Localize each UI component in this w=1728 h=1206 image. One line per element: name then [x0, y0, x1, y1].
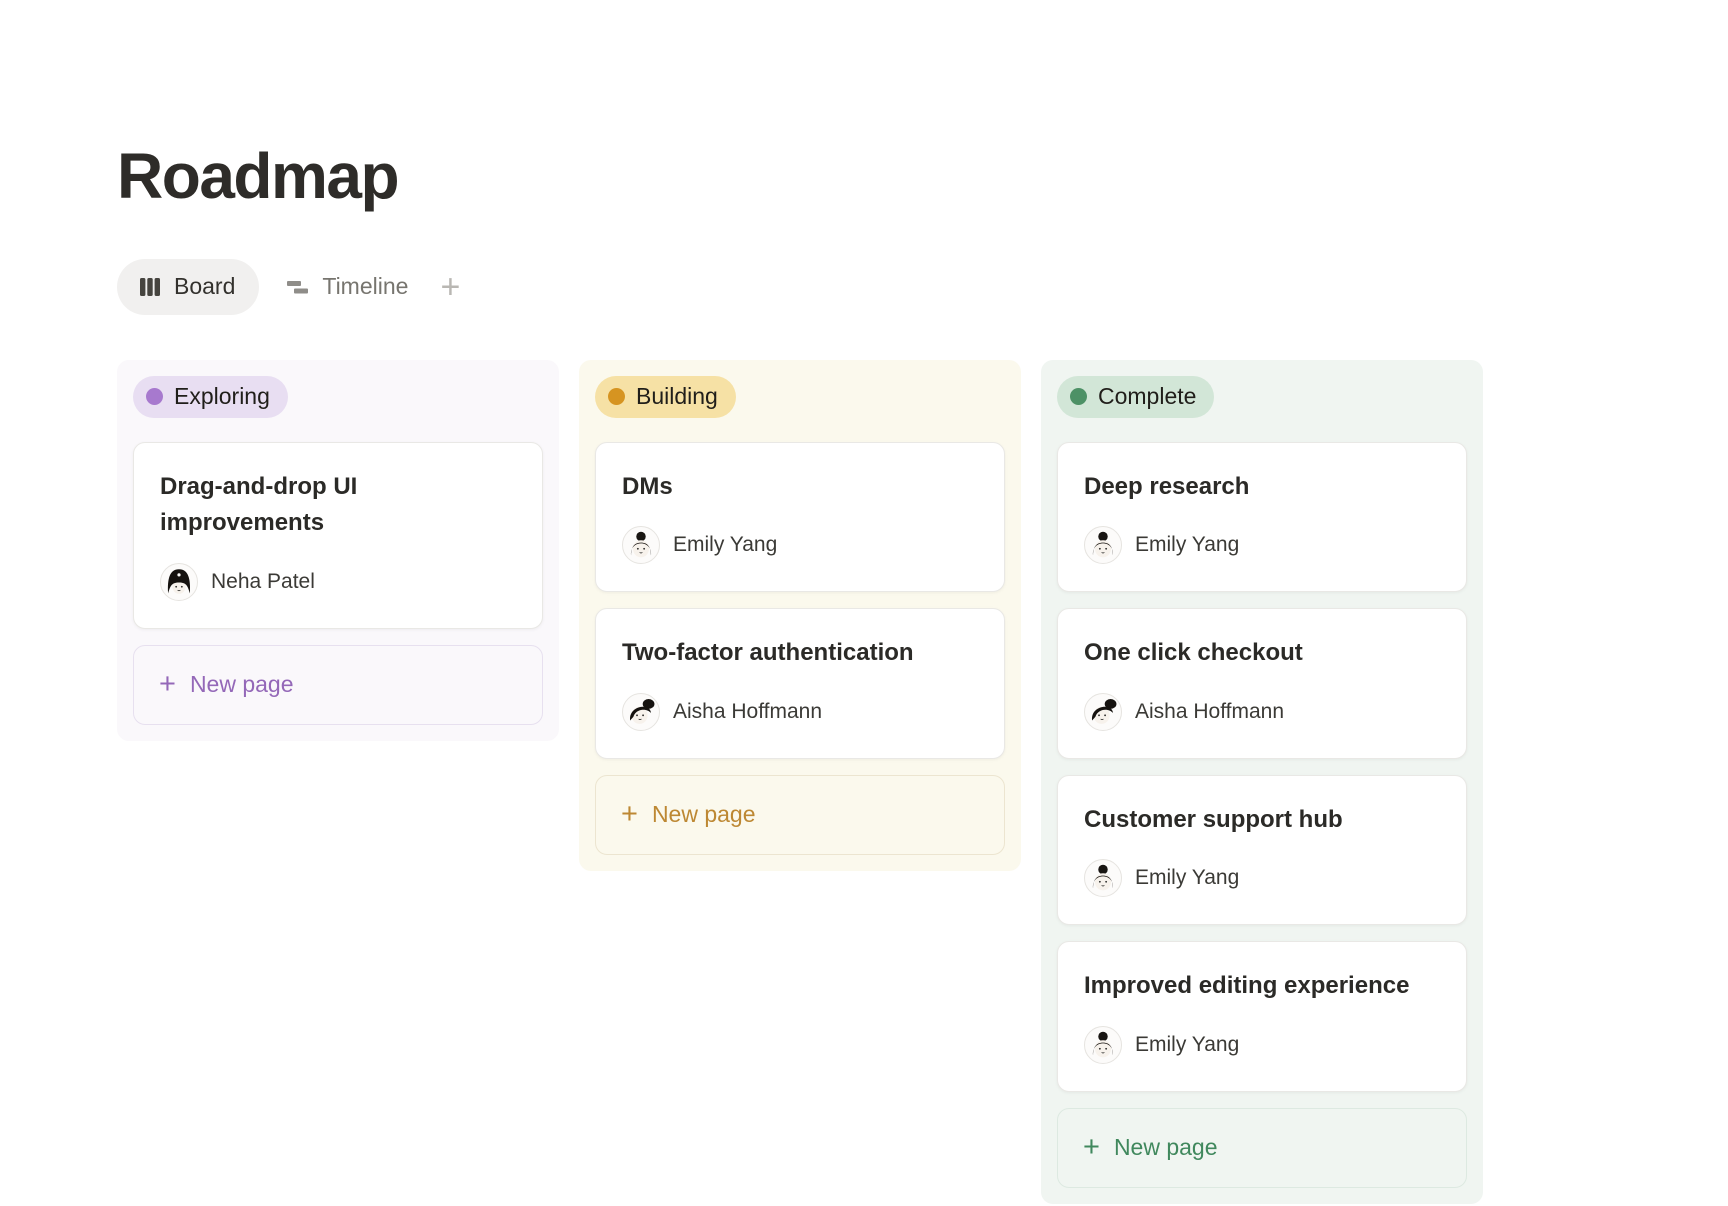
neha-patel-avatar [160, 562, 198, 601]
status-dot-icon [608, 388, 625, 406]
card-title: DMs [622, 472, 673, 500]
assignee-name: Emily Yang [1135, 533, 1240, 557]
assignee-name: Emily Yang [1135, 1032, 1240, 1056]
timeline-view-icon [285, 274, 311, 300]
emily-yang-avatar [1084, 526, 1122, 565]
card[interactable]: Improved editing experience Emily Yang [1057, 941, 1467, 1092]
column-complete: Complete Deep research Emily Yang One cl… [1041, 359, 1483, 1204]
assignee: Aisha Hoffmann [1084, 692, 1440, 731]
new-page-label: New page [651, 801, 756, 828]
page-title: Roadmap [117, 140, 400, 212]
assignee-name: Aisha Hoffmann [1135, 699, 1285, 723]
new-page-label: New page [189, 671, 294, 698]
card-title: Drag-and-drop UI improvements [160, 472, 358, 537]
status-dot-icon [146, 388, 163, 406]
new-page-button[interactable]: + New page [595, 774, 1005, 855]
assignee-name: Aisha Hoffmann [673, 699, 823, 723]
assignee-name: Emily Yang [673, 533, 778, 557]
plus-icon: + [159, 668, 176, 701]
card[interactable]: Customer support hub Emily Yang [1057, 774, 1467, 926]
page: Roadmap Board Timeline + [0, 138, 1728, 1204]
assignee: Emily Yang [1084, 526, 1440, 565]
status-label: Complete [1098, 383, 1197, 410]
emily-yang-avatar [1084, 859, 1122, 898]
status-label: Building [636, 383, 718, 410]
emily-yang-avatar [622, 526, 660, 565]
tab-timeline-label: Timeline [322, 273, 409, 300]
assignee: Emily Yang [622, 526, 978, 565]
view-tabs: Board Timeline + [117, 258, 1728, 315]
assignee-name: Emily Yang [1135, 866, 1240, 890]
card-title: Improved editing experience [1084, 972, 1410, 1000]
board: Exploring Drag-and-drop UI improvements … [117, 359, 1728, 1204]
assignee: Emily Yang [1084, 859, 1440, 898]
aisha-hoffmann-avatar [1084, 692, 1122, 731]
assignee: Neha Patel [160, 562, 516, 601]
plus-icon: + [621, 798, 638, 831]
new-page-label: New page [1113, 1134, 1218, 1161]
card[interactable]: Two-factor authentication Aisha Hoffmann [595, 608, 1005, 759]
status-dot-icon [1070, 388, 1087, 406]
assignee-name: Neha Patel [211, 569, 315, 593]
card[interactable]: DMs Emily Yang [595, 441, 1005, 593]
tab-board-label: Board [174, 273, 236, 300]
tab-board[interactable]: Board [117, 258, 260, 315]
card-title: One click checkout [1084, 639, 1303, 667]
card[interactable]: Drag-and-drop UI improvements Neha Patel [133, 441, 543, 629]
add-view-button[interactable]: + [434, 270, 460, 304]
status-badge[interactable]: Building [595, 375, 736, 418]
plus-icon: + [440, 267, 461, 306]
status-badge[interactable]: Complete [1057, 375, 1215, 418]
card[interactable]: One click checkout Aisha Hoffmann [1057, 608, 1467, 759]
new-page-button[interactable]: + New page [133, 644, 543, 725]
emily-yang-avatar [1084, 1025, 1122, 1064]
column-exploring: Exploring Drag-and-drop UI improvements … [117, 359, 559, 741]
status-badge[interactable]: Exploring [133, 375, 288, 418]
card-title: Two-factor authentication [622, 639, 914, 667]
plus-icon: + [1083, 1131, 1100, 1164]
assignee: Aisha Hoffmann [622, 692, 978, 731]
tab-timeline[interactable]: Timeline [285, 273, 408, 300]
card-title: Customer support hub [1084, 805, 1343, 833]
card-title: Deep research [1084, 472, 1250, 500]
new-page-button[interactable]: + New page [1057, 1107, 1467, 1188]
aisha-hoffmann-avatar [622, 692, 660, 731]
status-label: Exploring [174, 383, 270, 410]
column-building: Building DMs Emily Yang Two-factor authe… [579, 359, 1021, 871]
board-view-icon [137, 274, 163, 300]
assignee: Emily Yang [1084, 1025, 1440, 1064]
card[interactable]: Deep research Emily Yang [1057, 441, 1467, 593]
